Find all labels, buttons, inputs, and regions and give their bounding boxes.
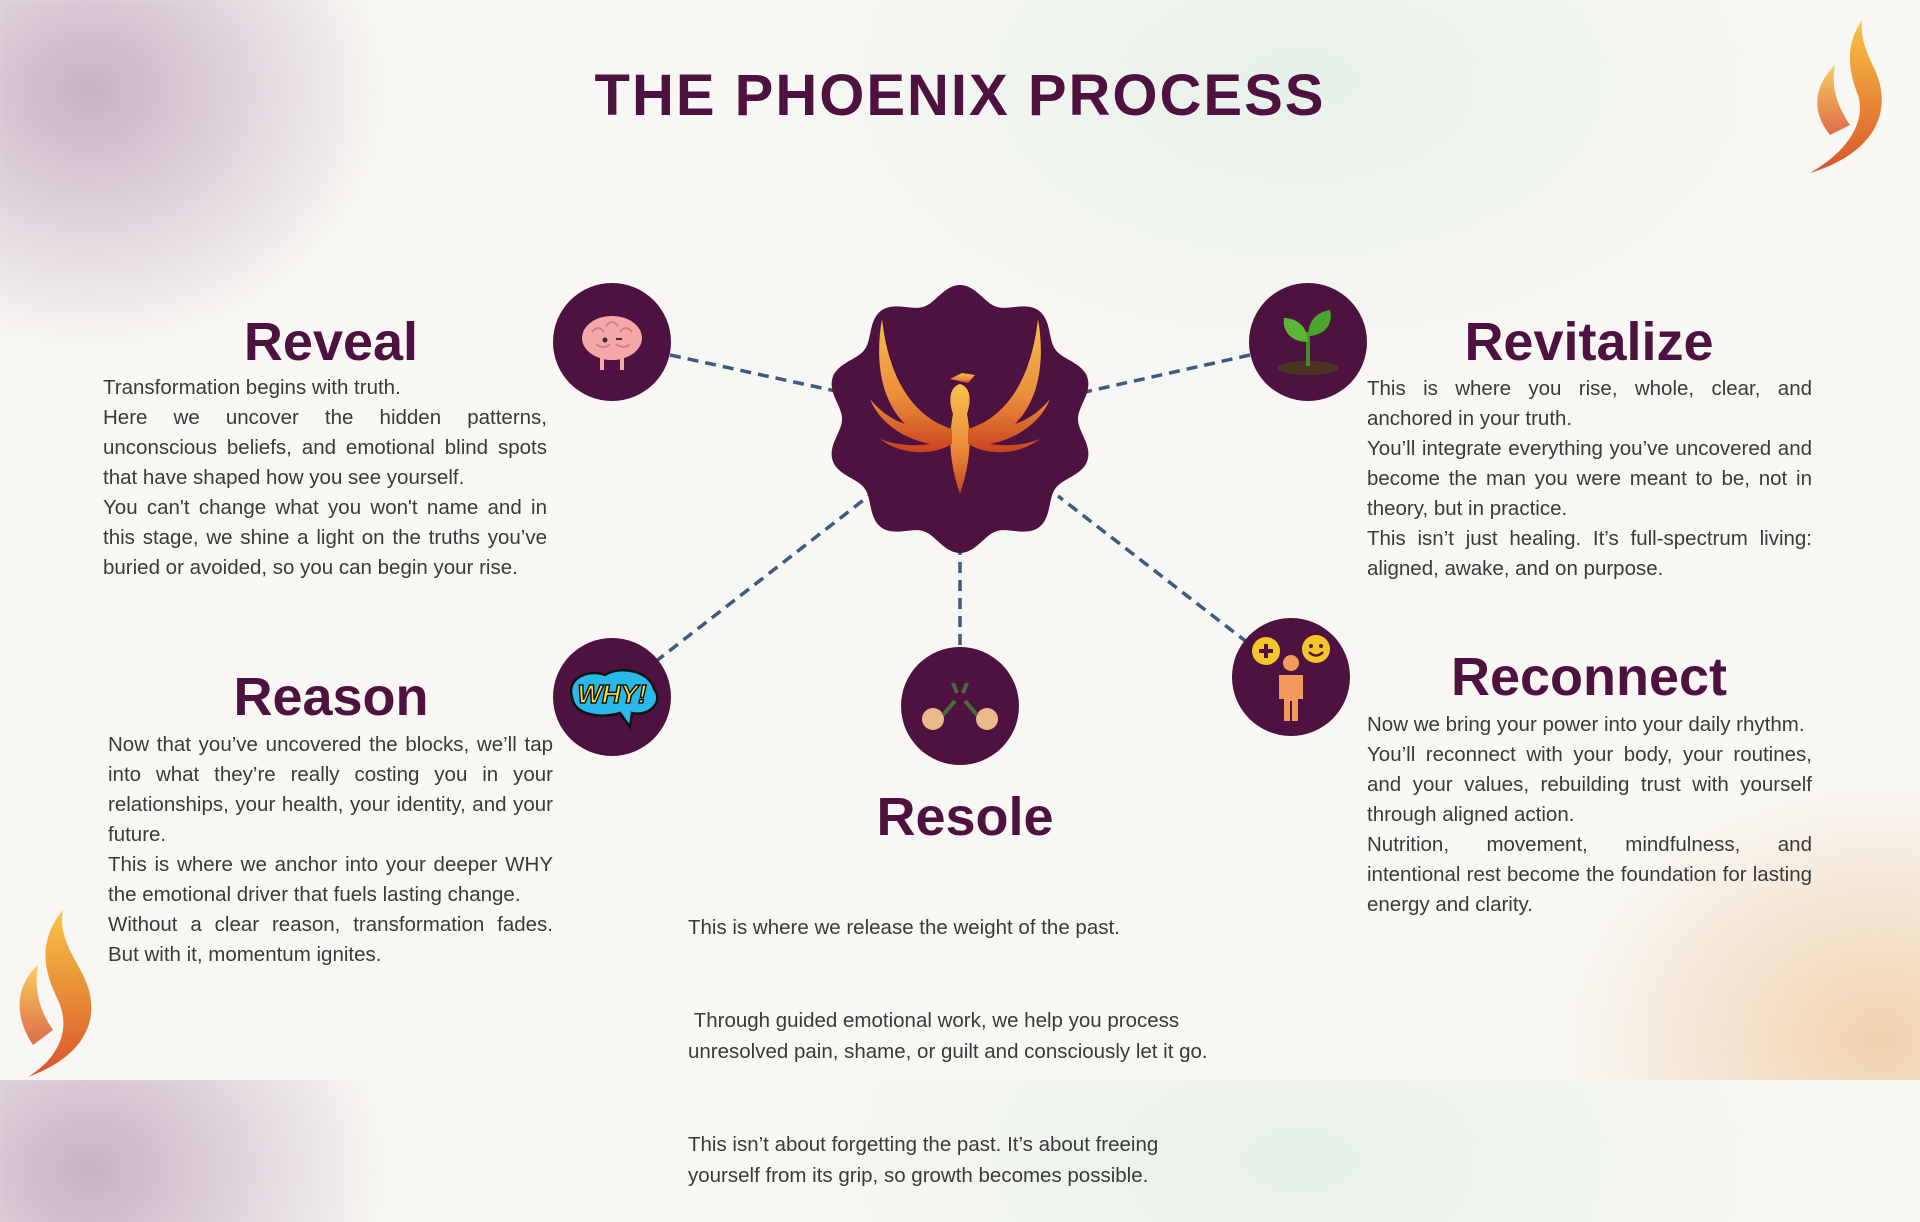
resole-text: This is where we release the weight of t… xyxy=(688,850,1218,1222)
reveal-text: Transformation begins with truth. Here w… xyxy=(103,373,547,583)
phoenix-seal xyxy=(831,285,1089,553)
revitalize-paragraph: This is where you rise, whole, clear, an… xyxy=(1367,377,1812,430)
revitalize-paragraph: This isn’t just healing. It’s full-spect… xyxy=(1367,527,1812,580)
reveal-paragraph: Transformation begins with truth. xyxy=(103,376,401,399)
resole-node xyxy=(901,647,1019,765)
revitalize-paragraph: You’ll integrate everything you’ve uncov… xyxy=(1367,437,1812,520)
reconnect-paragraph: Now we bring your power into your daily … xyxy=(1367,713,1805,736)
revitalize-text: This is where you rise, whole, clear, an… xyxy=(1367,374,1812,584)
sprout-icon xyxy=(1278,310,1338,375)
reconnect-text: Now we bring your power into your daily … xyxy=(1367,710,1812,920)
connector-reason xyxy=(653,493,872,664)
reason-paragraph: This is where we anchor into your deeper… xyxy=(108,853,553,906)
brain-icon xyxy=(582,316,642,370)
reconnect-node xyxy=(1232,618,1350,736)
revitalize-heading: Revitalize xyxy=(1464,312,1714,372)
reason-heading: Reason xyxy=(233,667,429,727)
person-with-speech-bubbles-icon xyxy=(1252,635,1330,721)
reconnect-paragraph: You’ll reconnect with your body, your ro… xyxy=(1367,743,1812,826)
reconnect-paragraph: Nutrition, movement, mindfulness, and in… xyxy=(1367,833,1812,916)
reason-paragraph: Without a clear reason, transformation f… xyxy=(108,913,553,966)
connector-reveal xyxy=(669,353,841,394)
reconnect-heading: Reconnect xyxy=(1450,647,1728,707)
reason-paragraph: Now that you’ve uncovered the blocks, we… xyxy=(108,733,553,846)
why-speech-bubble-icon: WHY! xyxy=(569,668,659,731)
connector-revitalize xyxy=(1084,353,1251,394)
flame-decoration-icon xyxy=(19,910,92,1077)
connector-lines xyxy=(653,353,1251,664)
reveal-node xyxy=(553,283,671,401)
reveal-paragraph: Here we uncover the hidden patterns, unc… xyxy=(103,406,547,489)
reason-text: Now that you’ve uncovered the blocks, we… xyxy=(108,730,553,970)
resole-paragraph: This is where we release the weight of t… xyxy=(688,916,1120,939)
breaking-chains-icon xyxy=(922,682,998,730)
flame-decoration-icon xyxy=(1810,20,1882,173)
resole-paragraph: This isn’t about forgetting the past. It… xyxy=(688,1133,1164,1187)
reveal-paragraph: You can't change what you won't name and… xyxy=(103,496,547,579)
connector-reconnect xyxy=(1056,494,1250,645)
revitalize-node xyxy=(1249,283,1367,401)
reveal-heading: Reveal xyxy=(243,312,419,372)
resole-paragraph: Through guided emotional work, we help y… xyxy=(688,1009,1208,1063)
phoenix-icon xyxy=(870,319,1050,494)
reason-node: WHY! xyxy=(553,638,671,756)
page-title: THE PHOENIX PROCESS xyxy=(594,63,1326,128)
why-icon-text: WHY! xyxy=(577,679,647,709)
resole-heading: Resole xyxy=(876,787,1054,847)
